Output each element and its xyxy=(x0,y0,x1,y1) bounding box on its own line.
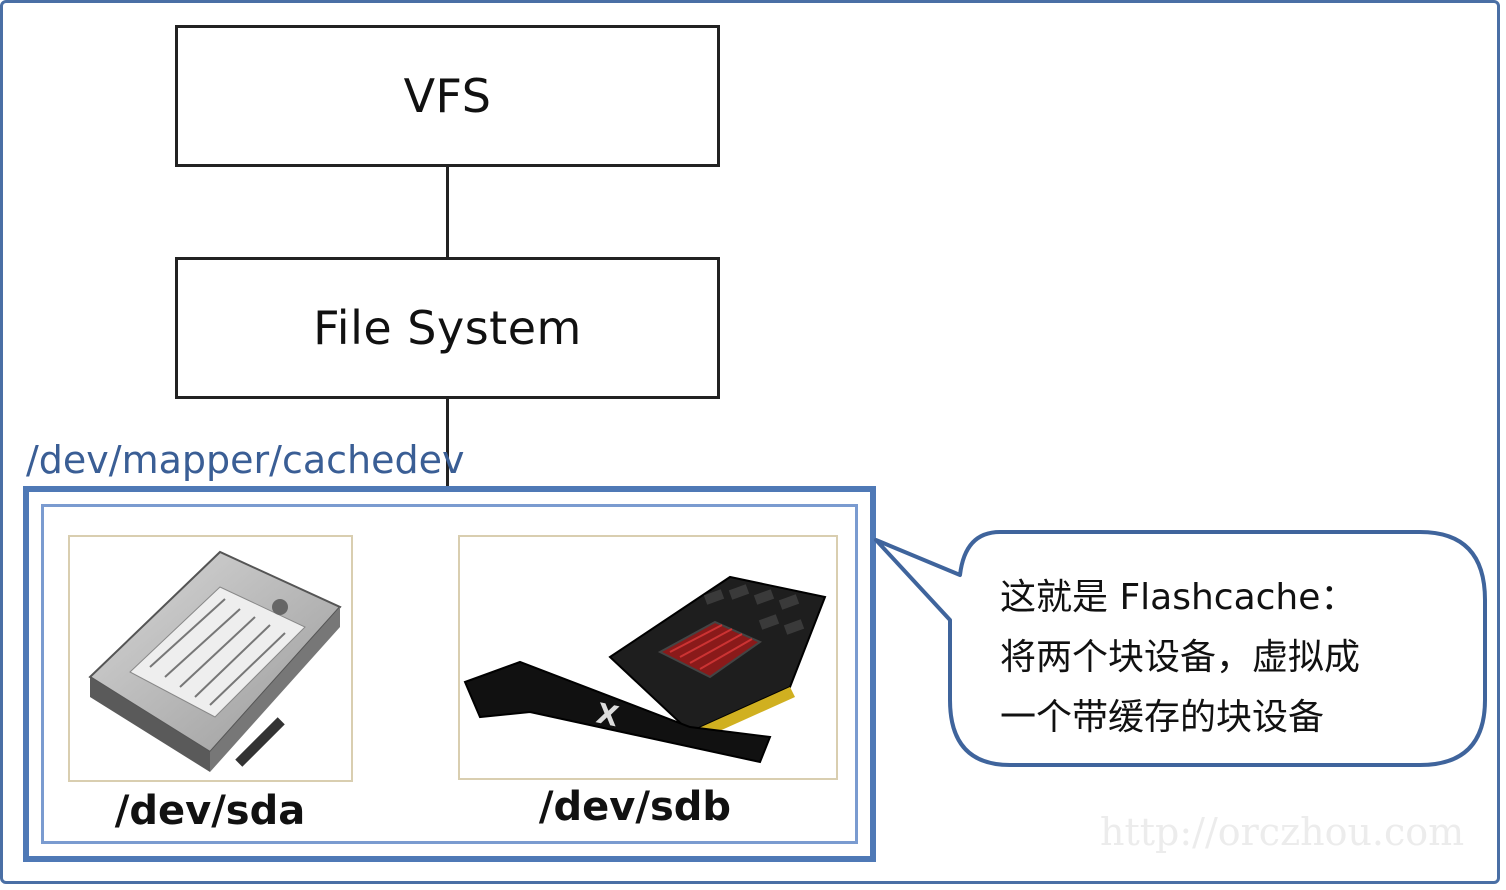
vfs-box: VFS xyxy=(175,25,720,167)
callout-line-1: 这就是 Flashcache： xyxy=(1000,577,1357,618)
sdb-image-frame: X xyxy=(458,535,838,780)
file-system-label: File System xyxy=(313,301,582,355)
pcie-ssd-card-icon: X xyxy=(463,575,827,764)
mapper-device-inner-border xyxy=(41,504,858,844)
sdb-label: /dev/sdb xyxy=(538,784,732,830)
watermark: http://orczhou.com xyxy=(1100,810,1465,854)
callout-text: 这就是 Flashcache： 将两个块设备，虚拟成 一个带缓存的块设备 xyxy=(1000,568,1460,748)
connector-fs-mapper xyxy=(446,399,449,489)
hard-disk-icon xyxy=(88,550,342,772)
sda-image-frame xyxy=(68,535,353,782)
sda-label: /dev/sda xyxy=(114,788,306,834)
callout-line-3: 一个带缓存的块设备 xyxy=(1000,697,1325,738)
mapper-device-label: /dev/mapper/cachedev xyxy=(26,438,465,482)
file-system-box: File System xyxy=(175,257,720,399)
connector-vfs-fs xyxy=(446,167,449,257)
callout-line-2: 将两个块设备，虚拟成 xyxy=(1000,637,1361,678)
vfs-label: VFS xyxy=(403,69,492,123)
